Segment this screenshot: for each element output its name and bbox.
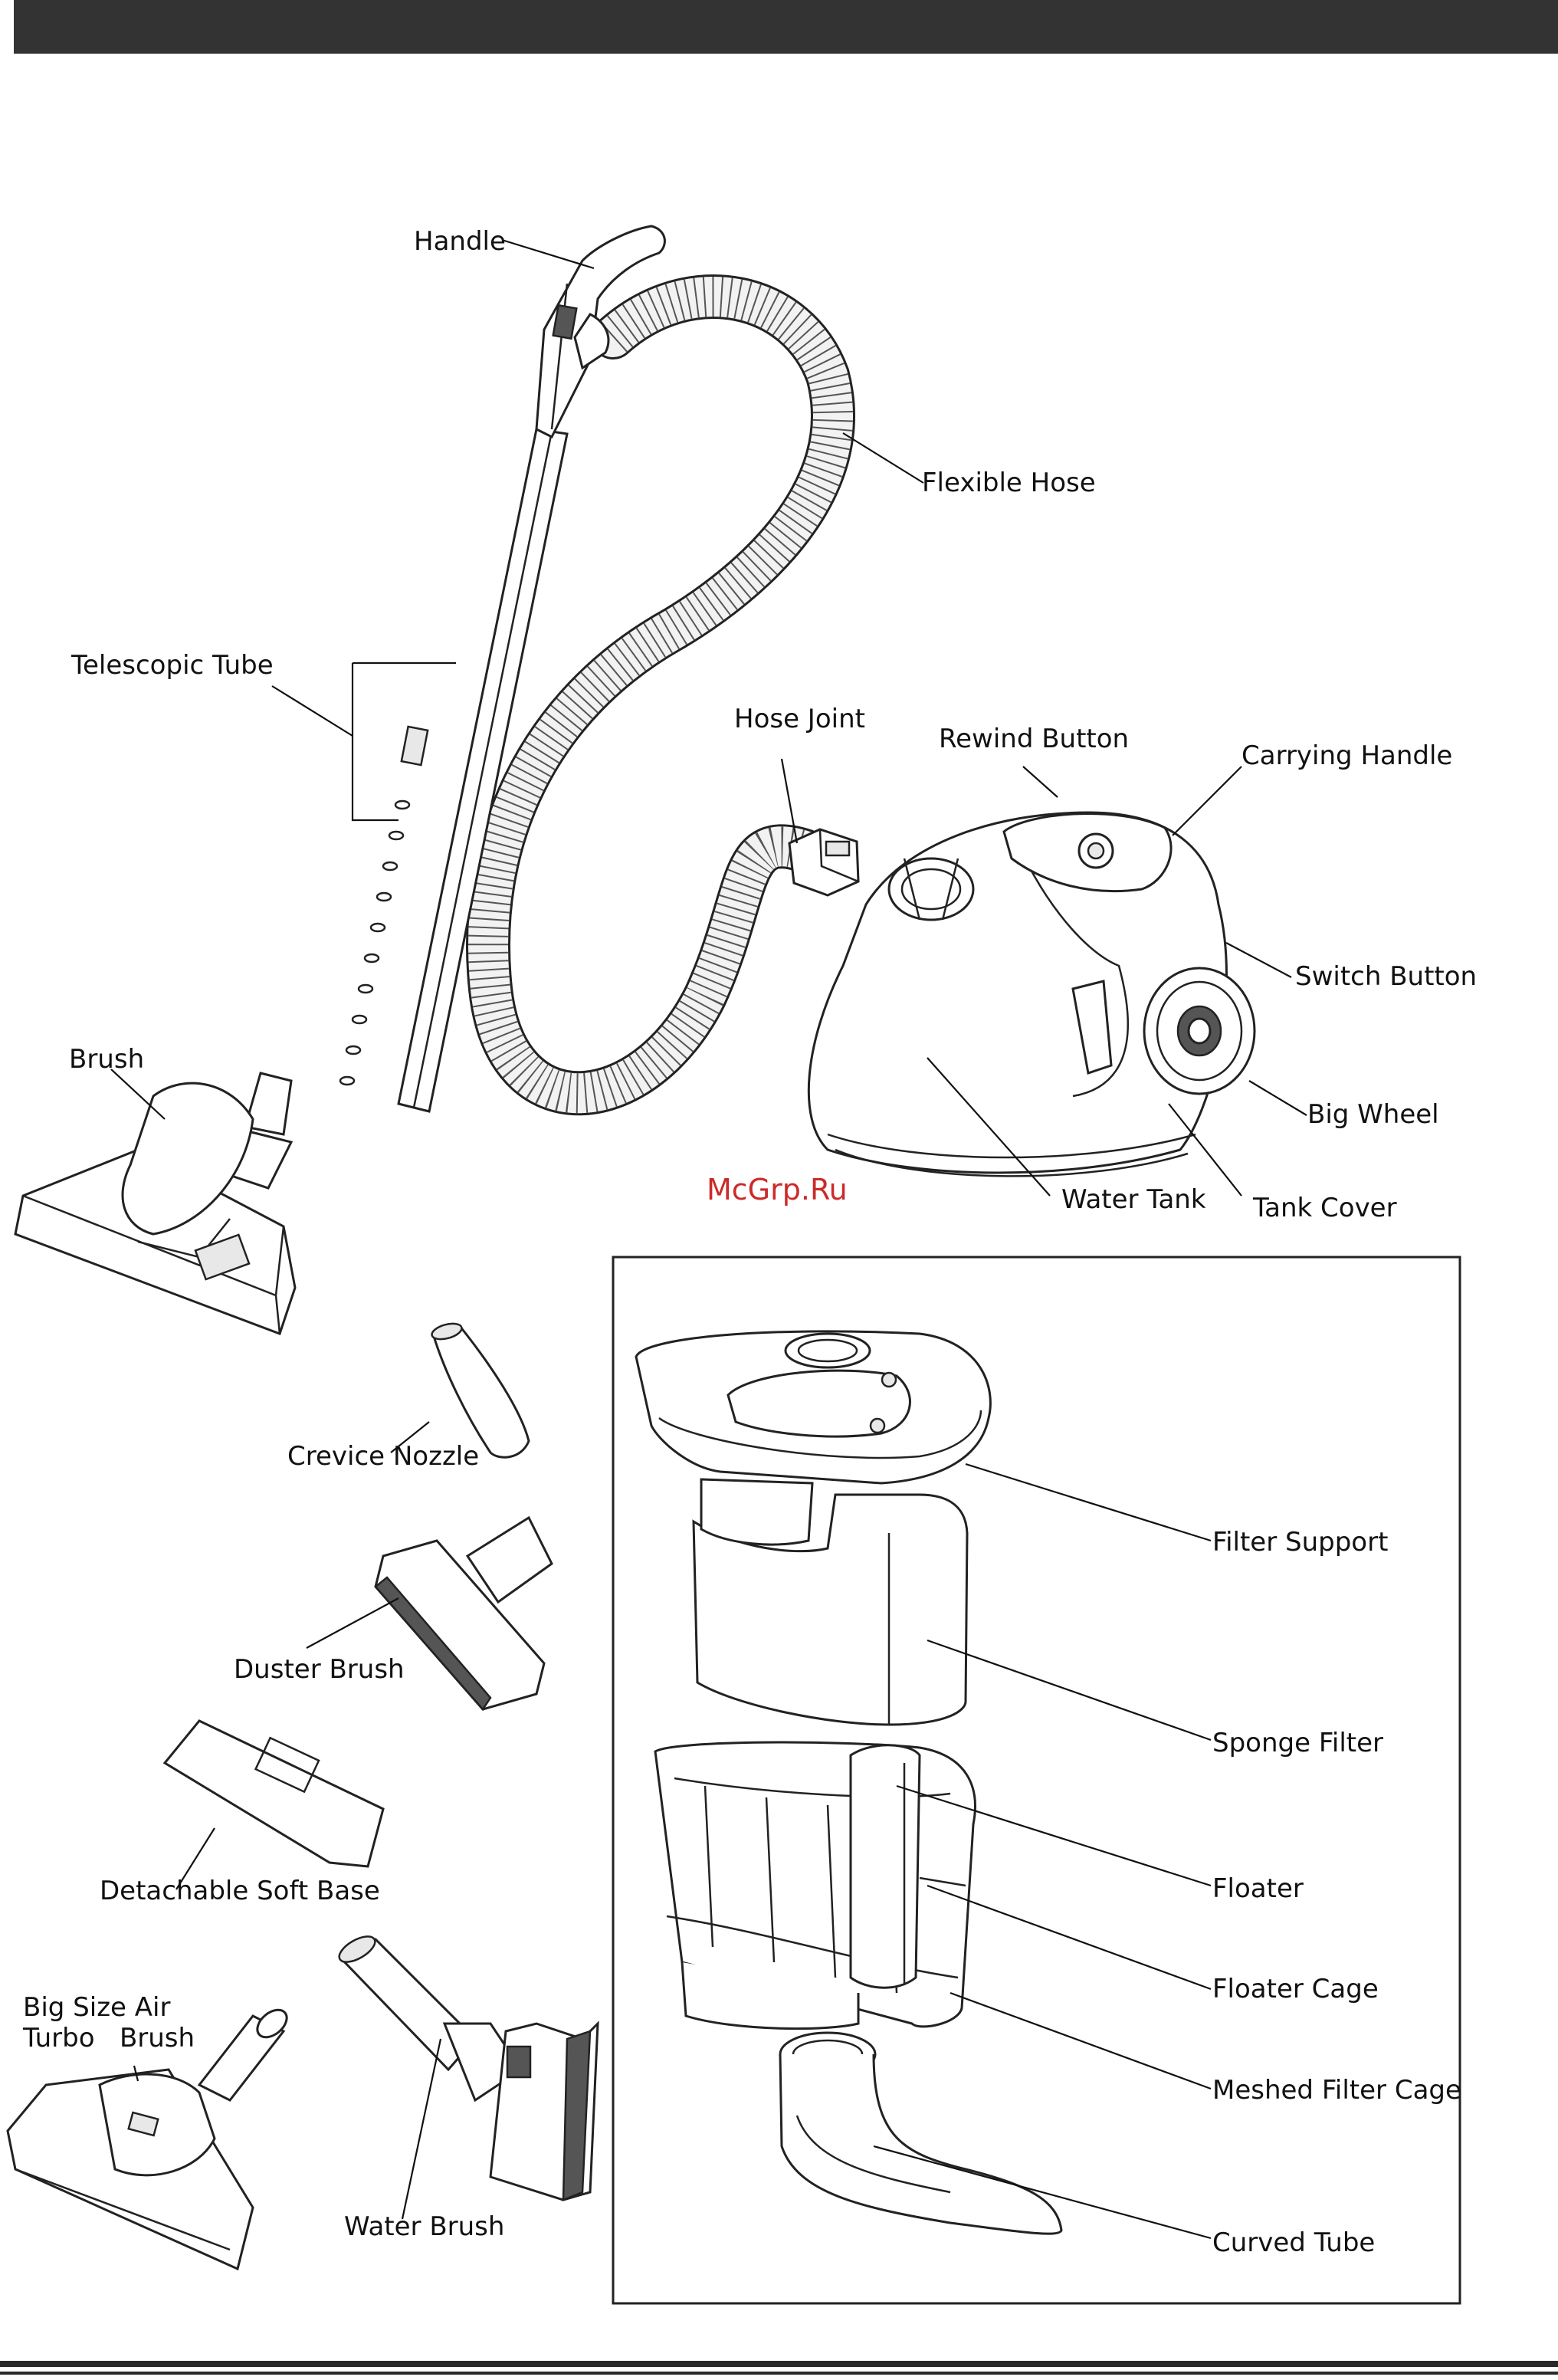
label-turbo-brush-line1: Big Size Air (23, 1992, 170, 2023)
label-water-tank: Water Tank (1061, 1184, 1206, 1215)
label-brush: Brush (69, 1044, 144, 1075)
curved-tube-illustration (779, 2031, 1063, 2235)
header-bar (14, 0, 1558, 54)
big-wheel-illustration (1143, 967, 1256, 1095)
telescopic-tube-illustration (221, 428, 569, 1190)
label-curved-tube: Curved Tube (1212, 2227, 1375, 2258)
label-floater: Floater (1212, 1873, 1304, 1904)
label-handle: Handle (414, 226, 506, 257)
label-detachable-soft-base: Detachable Soft Base (100, 1876, 380, 1906)
hose-joint-illustration (788, 828, 860, 897)
sponge-filter-illustration (692, 1478, 969, 1726)
label-tank-cover: Tank Cover (1252, 1193, 1397, 1223)
label-filter-support: Filter Support (1212, 1527, 1388, 1558)
footer-rule-thin (0, 2372, 1558, 2375)
floor-brush-illustration (14, 1082, 297, 1335)
label-floater-cage: Floater Cage (1212, 1974, 1379, 2004)
label-sponge-filter: Sponge Filter (1212, 1728, 1383, 1758)
meshed-filter-cage-illustration (654, 1741, 976, 2030)
label-rewind-button: Rewind Button (939, 724, 1129, 754)
label-water-brush: Water Brush (344, 2211, 504, 2242)
label-hose-joint: Hose Joint (734, 704, 865, 734)
crevice-nozzle-illustration (431, 1322, 530, 1459)
label-carrying-handle: Carrying Handle (1241, 740, 1452, 771)
label-flexible-hose: Flexible Hose (922, 468, 1096, 498)
turbo-brush-illustration (6, 2008, 288, 2271)
handle-illustration (535, 225, 666, 439)
label-telescopic-tube: Telescopic Tube (71, 650, 274, 681)
label-big-wheel: Big Wheel (1307, 1099, 1439, 1130)
leader-lines (110, 238, 1307, 2240)
label-turbo-brush-line2: Turbo Brush (22, 2023, 195, 2053)
label-crevice-nozzle: Crevice Nozzle (287, 1441, 479, 1472)
footer-rule (0, 2361, 1558, 2367)
label-switch-button: Switch Button (1295, 961, 1477, 992)
watermark: McGrp.Ru (707, 1173, 848, 1206)
exploded-view-frame (612, 1256, 1461, 2305)
filter-support-illustration (635, 1330, 992, 1485)
label-duster-brush: Duster Brush (234, 1654, 405, 1685)
label-meshed-filter-cage: Meshed Filter Cage (1212, 2075, 1461, 2106)
flexible-hose-illustration (466, 274, 855, 1116)
soft-base-illustration (162, 1719, 385, 1868)
water-brush-illustration (338, 1935, 599, 2201)
vacuum-body-illustration (807, 811, 1228, 1177)
duster-brush-illustration (374, 1515, 553, 1712)
